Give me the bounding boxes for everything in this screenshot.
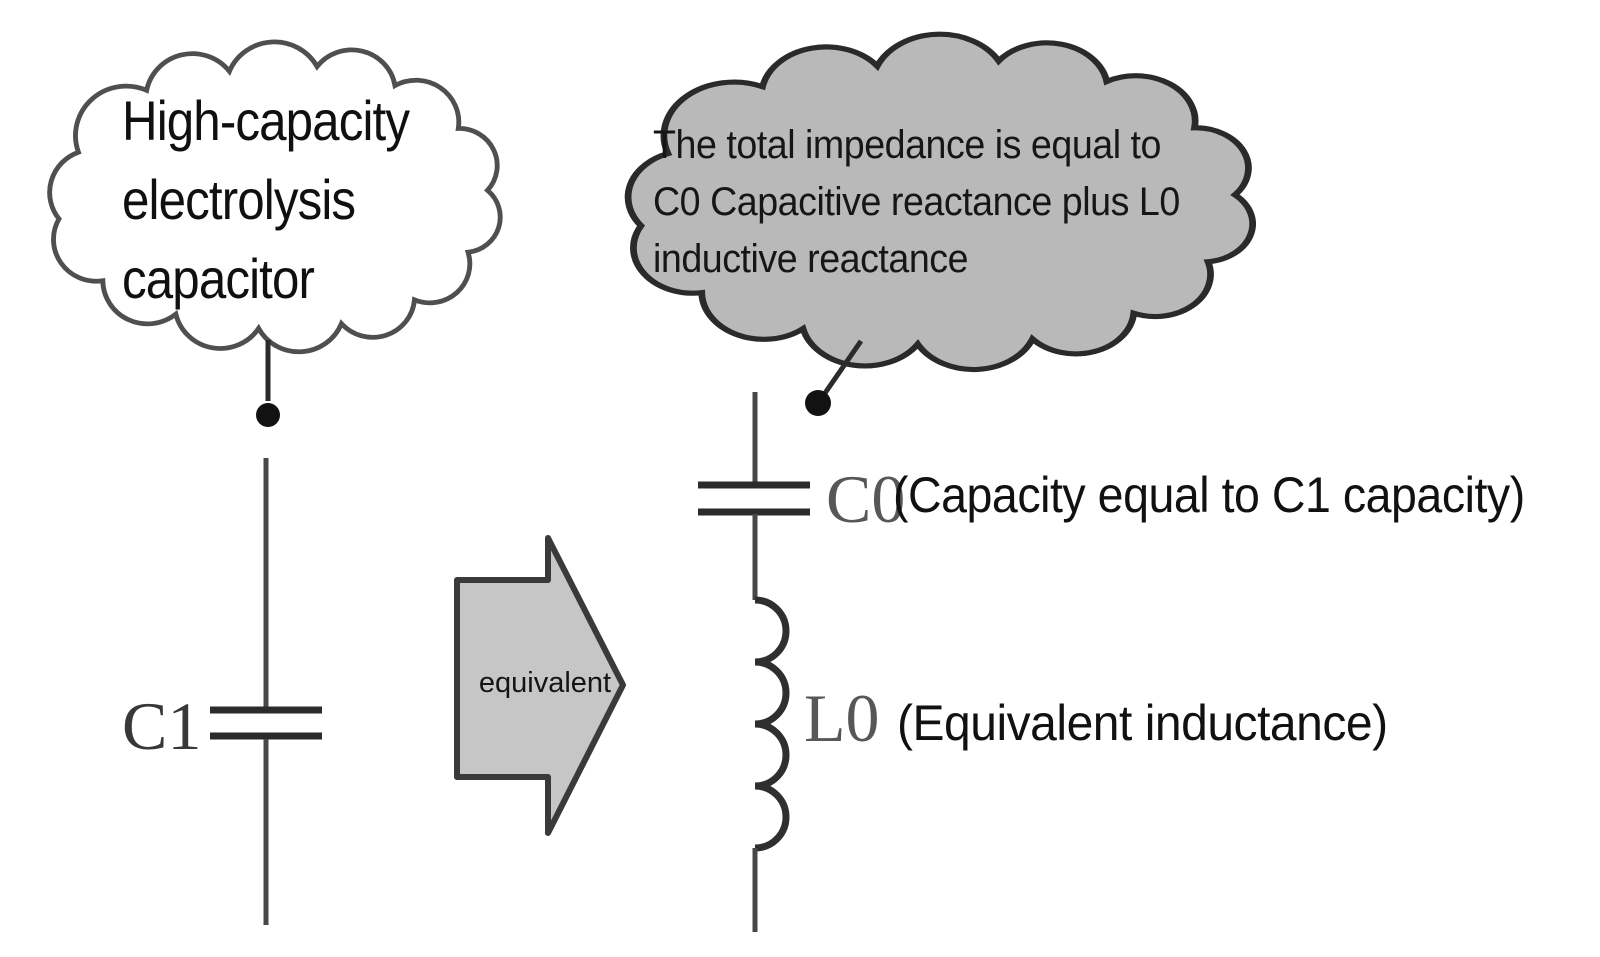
left-cloud-connector-dot (256, 403, 280, 427)
right-cloud-text-line-2: C0 Capacitive reactance plus L0 (653, 180, 1180, 224)
capacitor-c0-label: C0 (826, 461, 906, 537)
capacitor-c1-label: C1 (122, 688, 202, 764)
inductor-l0-label: L0 (804, 680, 880, 756)
l0-inductor-coil (754, 596, 790, 852)
inductor-l0-note: (Equivalent inductance) (897, 695, 1388, 751)
capacitor-c0-note: (Capacity equal to C1 capacity) (893, 467, 1525, 523)
right-cloud-text-line-3: inductive reactance (653, 237, 969, 281)
left-cloud-text-line-2: electrolysis (122, 168, 356, 231)
equivalence-arrow-label: equivalent (478, 667, 612, 699)
right-cloud-connector-dot (805, 390, 831, 416)
right-cloud-text: The total impedance is equal to C0 Capac… (653, 117, 1180, 288)
left-cloud-text: High-capacity electrolysis capacitor (122, 81, 410, 318)
right-cloud-tail-line (820, 339, 864, 398)
left-cloud-text-line-3: capacitor (122, 247, 315, 310)
right-cloud-text-line-1: The total impedance is equal to (653, 123, 1161, 167)
left-cloud-text-line-1: High-capacity (122, 89, 410, 152)
equivalence-arrow (454, 535, 626, 836)
